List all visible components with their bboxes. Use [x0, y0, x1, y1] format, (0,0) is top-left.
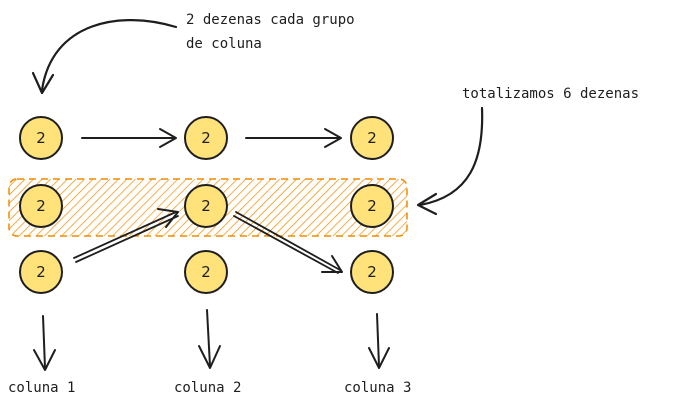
right-note-arrow [418, 106, 484, 207]
node-col2-row1: 2 [184, 116, 228, 160]
node-col1-row3: 2 [19, 250, 63, 294]
node-col1-row2: 2 [19, 184, 63, 228]
top-note-arrow [40, 18, 178, 92]
right-note: totalizamos 6 dezenas [462, 86, 640, 102]
column2-down-arrow [206, 309, 211, 367]
node-col3-row2: 2 [350, 184, 394, 228]
column3-down-arrow [376, 313, 380, 367]
column3-down-arrowhead [368, 347, 390, 369]
column-label-3: coluna 3 [344, 380, 412, 396]
node-col3-row1: 2 [350, 116, 394, 160]
node-col3-row3: 2 [350, 250, 394, 294]
column1-down-arrowhead [33, 349, 56, 371]
top-note-arrowhead [31, 71, 55, 95]
column-label-1: coluna 1 [8, 380, 76, 396]
node-col2-row3: 2 [184, 250, 228, 294]
diagonal-arrowhead-down [321, 255, 343, 273]
node-col2-row2: 2 [184, 184, 228, 228]
column2-down-arrowhead [198, 345, 221, 369]
row1-arrowhead-1 [159, 128, 177, 148]
column-label-2: coluna 2 [174, 380, 242, 396]
top-note-line1: 2 dezenas cada grupo [186, 12, 355, 28]
diagonal-arrowhead-up [157, 208, 179, 228]
top-note-line2: de coluna [186, 36, 262, 52]
node-col1-row1: 2 [19, 116, 63, 160]
diagonal-arrow-up [73, 211, 179, 263]
right-note-arrowhead [416, 192, 438, 216]
column1-down-arrow [42, 315, 46, 369]
diagonal-arrow-down [233, 211, 341, 274]
row1-arrowhead-2 [324, 128, 342, 148]
